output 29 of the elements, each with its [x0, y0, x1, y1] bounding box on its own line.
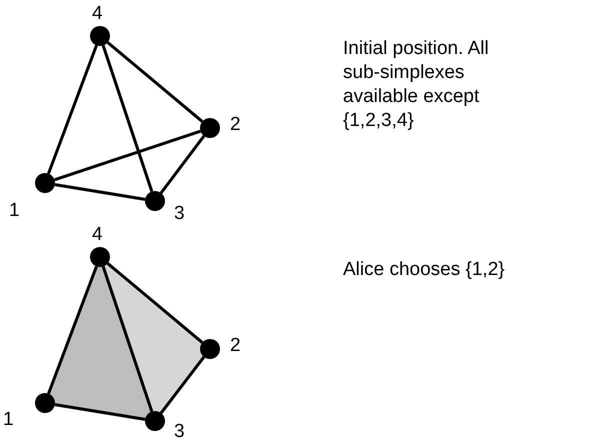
vertex-number: 1	[9, 201, 20, 221]
note-text: Alice chooses {1,2}	[343, 258, 506, 282]
vertex-dot	[145, 191, 165, 211]
vertex-number: 1	[3, 410, 14, 430]
note-text: Initial position. All sub-simplexes available except {1,2,3,4}	[343, 37, 490, 133]
vertex-dot	[90, 247, 110, 267]
vertex-dot	[200, 118, 220, 138]
vertex-number: 3	[174, 422, 185, 442]
line	[106, 262, 204, 344]
line	[54, 130, 201, 182]
vertex-dot	[145, 411, 165, 431]
vertex-number: 2	[230, 115, 241, 135]
line	[47, 266, 98, 394]
vertex-number: 2	[230, 336, 241, 356]
vertex-dot	[200, 339, 220, 359]
vertex-number: 4	[92, 4, 103, 24]
line	[54, 403, 146, 421]
line	[54, 183, 146, 201]
vertex-dot	[35, 173, 55, 193]
vertex-dot	[35, 393, 55, 413]
vertex-dot	[90, 26, 110, 46]
vertex-number: 4	[92, 225, 103, 245]
line	[160, 135, 206, 194]
vertex-number: 3	[174, 204, 185, 224]
line	[160, 356, 206, 414]
line	[47, 44, 98, 174]
line	[102, 45, 154, 192]
line	[102, 266, 154, 412]
line	[106, 41, 204, 123]
